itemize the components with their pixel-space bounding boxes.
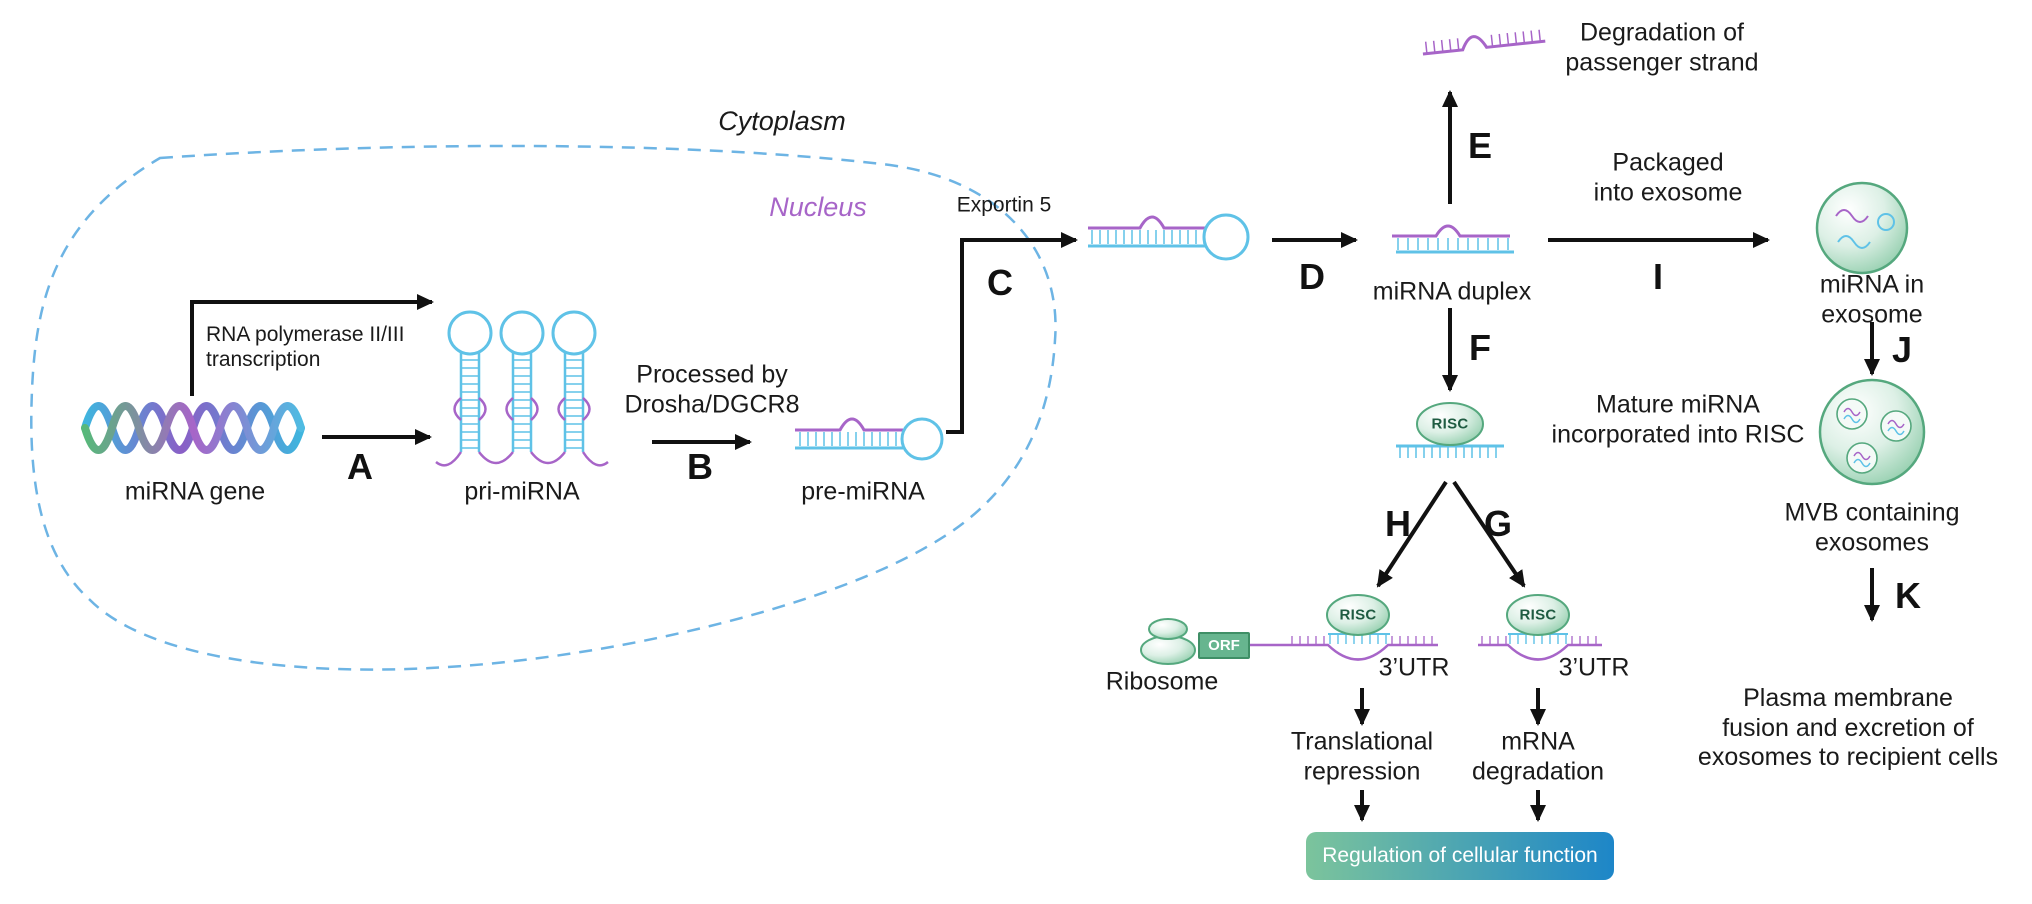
mirna-in-exosome-line2: exosome [1821,300,1923,328]
exosome-icon [1815,181,1909,275]
plasma-membrane-label: Plasma membrane fusion and excretion of … [1698,684,1998,773]
translational-line2: repression [1303,757,1421,785]
mvb-icon [1818,378,1926,486]
risc-mrna-complex-degradation [1478,594,1602,661]
step-label-h: H [1385,503,1411,544]
mirna-in-exosome-label: miRNA in exosome [1820,271,1924,330]
arrow-step-c [946,232,1078,434]
step-label-b: B [687,446,713,487]
mirna-duplex-icon [1392,224,1514,254]
pri-mirna-label: pri-miRNA [464,477,580,506]
ribosome-label: Ribosome [1105,667,1219,696]
arrow-step-g [1452,480,1526,588]
step-label-e: E [1467,125,1493,166]
rna-polymerase-line1: RNA polymerase II/III [206,323,405,347]
step-label-f: F [1469,327,1491,368]
step-label-j: J [1891,329,1913,370]
regulation-box: Regulation of cellular function [1306,832,1614,880]
pre-mirna-icon [795,417,944,461]
degradation-label: Degradation of passenger strand [1565,19,1758,78]
step-label-a: A [347,446,373,487]
rna-polymerase-label: RNA polymerase II/III transcription [206,323,404,373]
risc-complex-icon [1396,402,1504,458]
mrna-degradation-line1: mRNA [1501,727,1575,756]
risc-label-main: RISC [1431,415,1469,433]
utr3-label-right: 3’UTR [1558,653,1630,682]
processed-by-label: Processed by Drosha/DGCR8 [624,361,799,420]
mrna-degradation-line2: degradation [1471,757,1605,785]
arrow-step-h [1376,480,1448,588]
arrow-transcription [190,294,434,396]
step-label-g: G [1483,503,1513,544]
rna-polymerase-line2: transcription [206,348,321,371]
plasma-line3: exosomes to recipient cells [1697,742,1999,771]
orf-label: ORF [1208,637,1240,654]
mirna-gene-label: miRNA gene [124,477,266,506]
pri-mirna-icon [435,310,609,467]
exportin5-label: Exportin 5 [956,193,1052,217]
packaged-line1: Packaged [1612,148,1724,177]
step-label-d: D [1299,256,1325,297]
plasma-line2: fusion and excretion of [1722,713,1974,742]
utr3-label-left: 3’UTR [1378,653,1450,682]
mvb-line1: MVB containing [1784,498,1960,527]
pre-mirna-label: pre-miRNA [801,477,925,506]
packaged-line2: into exosome [1593,178,1743,206]
risc-label-left: RISC [1339,606,1377,624]
step-label-c: C [987,262,1013,303]
mirna-duplex-label: miRNA duplex [1372,277,1532,306]
passenger-strand-icon [1422,29,1546,56]
translational-repression-label: Translational repression [1291,728,1433,787]
risc-label-right: RISC [1519,606,1557,624]
mature-risc-label: Mature miRNA incorporated into RISC [1552,391,1805,450]
mvb-label: MVB containing exosomes [1784,499,1959,558]
cytoplasm-label: Cytoplasm [718,106,846,137]
degradation-line2: passenger strand [1565,48,1759,76]
ribosome-icon [1140,618,1196,665]
mature-risc-line1: Mature miRNA [1596,390,1760,419]
processed-by-line2: Drosha/DGCR8 [624,390,800,418]
mvb-line2: exosomes [1815,528,1929,556]
step-label-i: I [1652,256,1664,297]
mrna-degradation-label: mRNA degradation [1472,728,1604,787]
mature-risc-line2: incorporated into RISC [1551,420,1805,448]
plasma-line1: Plasma membrane [1743,683,1953,712]
risc-mrna-complex-translation [1288,594,1438,661]
step-label-k: K [1895,575,1921,616]
degradation-line1: Degradation of [1579,18,1744,47]
processed-by-line1: Processed by [636,360,788,389]
pre-mirna-cytoplasm-icon [1088,213,1250,261]
dna-helix-icon [81,402,305,454]
mirna-in-exosome-line1: miRNA in [1819,270,1925,299]
orf-box: ORF [1198,632,1250,659]
nucleus-boundary [30,144,1057,671]
packaged-label: Packaged into exosome [1594,149,1743,208]
nucleus-label: Nucleus [769,192,867,223]
regulation-label: Regulation of cellular function [1322,844,1598,867]
translational-line1: Translational [1290,727,1434,756]
